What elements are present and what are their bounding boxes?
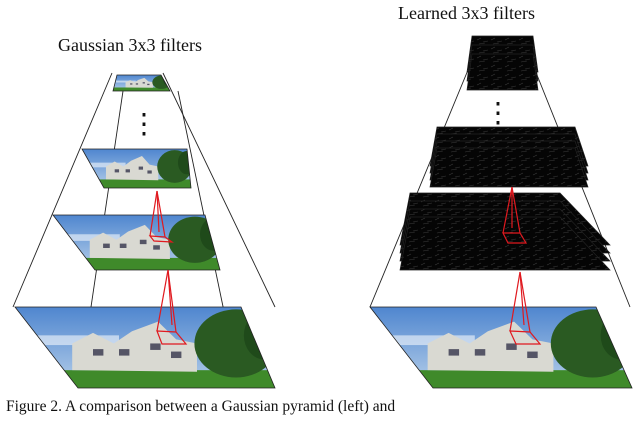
learned-level-3	[429, 126, 589, 188]
right-filter-lower	[509, 271, 542, 345]
gaussian-level-1	[14, 306, 276, 389]
left-panel-title: Gaussian 3x3 filters	[58, 35, 202, 55]
right-filter-upper	[502, 186, 528, 244]
right-panel-title: Learned 3x3 filters	[398, 3, 535, 23]
figure-caption: Figure 2. A comparison between a Gaussia…	[6, 398, 396, 415]
gaussian-level-4	[112, 74, 171, 92]
gaussian-level-3	[81, 148, 192, 189]
left-filter-upper	[148, 190, 175, 243]
right-ellipsis: ⋮	[484, 96, 512, 129]
pyramid-figure: ⋮ ⋮	[12, 35, 633, 389]
left-filter-lower	[156, 269, 188, 345]
learned-level-1	[369, 306, 633, 389]
gaussian-level-2	[52, 214, 221, 271]
learned-level-2	[399, 192, 611, 271]
learned-level-4	[466, 35, 539, 91]
left-ellipsis: ⋮	[130, 107, 158, 140]
learned-pyramid	[369, 69, 631, 308]
